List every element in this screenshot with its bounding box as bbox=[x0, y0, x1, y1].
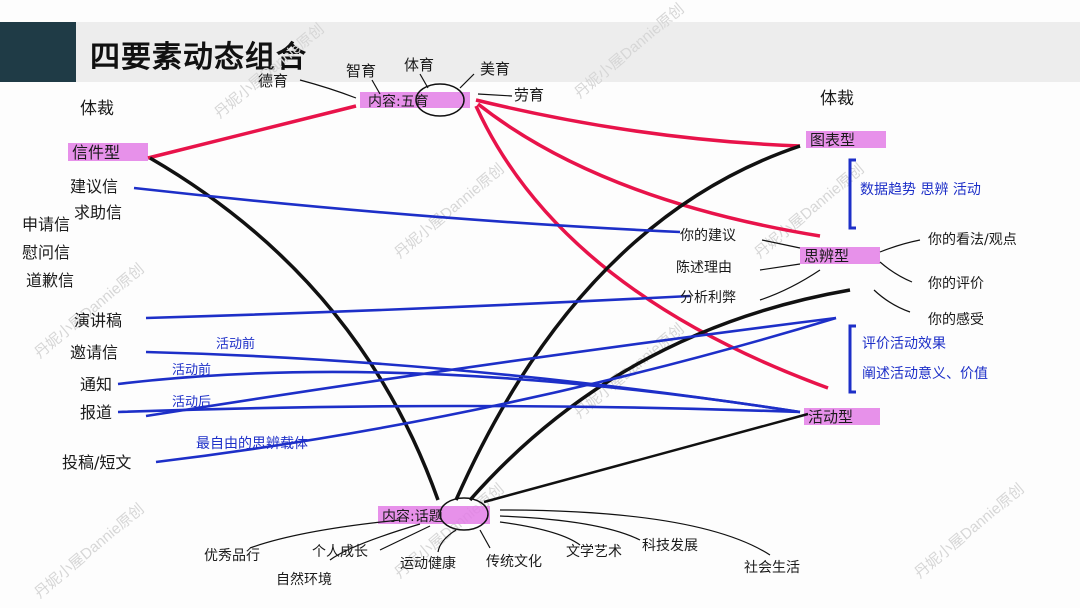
annotation-thought: 最自由的思辨载体 bbox=[196, 436, 308, 452]
highlight-top bbox=[360, 92, 470, 108]
top-item: 美育 bbox=[480, 60, 510, 78]
bottom-item: 社会生活 bbox=[744, 560, 800, 576]
highlight-letter bbox=[68, 143, 148, 161]
bottom-item: 科技发展 bbox=[642, 538, 698, 554]
bottom-center-label: 内容:话题 bbox=[382, 508, 443, 525]
branch-line bbox=[371, 79, 381, 95]
genre-item: 邀请信 bbox=[70, 343, 118, 362]
chart-type-label: 图表型 bbox=[810, 131, 855, 149]
thinking-type-label: 思辨型 bbox=[804, 247, 849, 265]
top-item: 德育 bbox=[258, 72, 288, 90]
bottom-item: 文学艺术 bbox=[566, 544, 622, 560]
letter-item: 申请信 bbox=[22, 215, 70, 234]
chart-notes: 数据趋势 思辨 活动 bbox=[860, 182, 981, 198]
branch-line bbox=[499, 521, 581, 546]
genre-item: 投稿/短文 bbox=[62, 453, 131, 472]
branch-line bbox=[759, 269, 821, 301]
branch-line bbox=[299, 79, 357, 99]
thinking-left-item: 陈述理由 bbox=[676, 259, 732, 276]
title-accent bbox=[0, 22, 76, 82]
branch-line bbox=[437, 529, 457, 553]
branch-line bbox=[761, 239, 801, 249]
branch-line bbox=[379, 525, 431, 551]
bottom-item: 运动健康 bbox=[400, 555, 456, 572]
blue-link bbox=[145, 294, 691, 320]
pink-link bbox=[474, 105, 829, 390]
letter-type-label: 信件型 bbox=[72, 143, 120, 162]
branch-line bbox=[499, 509, 771, 556]
black-link bbox=[483, 412, 809, 504]
bracket-chart bbox=[848, 158, 856, 230]
annotation-before: 活动前 bbox=[172, 362, 211, 378]
blue-link bbox=[117, 404, 801, 414]
genre-item: 报道 bbox=[80, 403, 112, 422]
top-item: 劳育 bbox=[514, 86, 544, 104]
branch-line bbox=[249, 519, 401, 549]
letter-item: 建议信 bbox=[70, 177, 118, 196]
branch-line bbox=[759, 263, 801, 271]
bottom-circle bbox=[439, 497, 489, 531]
blue-link bbox=[145, 316, 837, 418]
annotation-after: 活动后 bbox=[172, 395, 211, 410]
top-item: 智育 bbox=[346, 62, 376, 80]
bottom-item: 传统文化 bbox=[486, 554, 542, 570]
genre-item: 通知 bbox=[80, 375, 112, 394]
title-bar bbox=[0, 22, 1080, 82]
branch-line bbox=[419, 73, 429, 89]
letter-item: 道歉信 bbox=[26, 271, 74, 290]
activity-note: 阐述活动意义、价值 bbox=[862, 365, 988, 382]
bottom-item: 优秀品行 bbox=[204, 548, 260, 564]
activity-type-label: 活动型 bbox=[808, 408, 853, 426]
thinking-left-item: 分析利弊 bbox=[680, 290, 736, 306]
bottom-item: 自然环境 bbox=[276, 571, 332, 588]
branch-line bbox=[879, 261, 913, 283]
letter-item: 求助信 bbox=[74, 203, 122, 222]
thinking-left-item: 你的建议 bbox=[680, 228, 736, 244]
branch-line bbox=[477, 93, 513, 97]
highlight-activity bbox=[804, 408, 880, 425]
thinking-right-item: 你的评价 bbox=[928, 276, 984, 292]
black-link bbox=[468, 288, 851, 502]
highlight-thinking bbox=[800, 247, 880, 264]
right-header: 体裁 bbox=[820, 89, 854, 109]
branch-line bbox=[499, 515, 641, 541]
thinking-right-item: 你的看法/观点 bbox=[928, 232, 1017, 248]
black-link bbox=[454, 144, 801, 501]
black-link bbox=[149, 156, 440, 501]
pink-link bbox=[147, 104, 357, 160]
branch-line bbox=[873, 289, 911, 313]
blue-link bbox=[155, 316, 837, 464]
pink-link bbox=[475, 98, 801, 148]
top-circle bbox=[415, 83, 465, 117]
branch-line bbox=[459, 73, 475, 89]
highlight-chart bbox=[806, 131, 886, 148]
activity-note: 评价活动效果 bbox=[862, 336, 946, 352]
bottom-item: 个人成长 bbox=[312, 544, 368, 560]
bracket-activity bbox=[848, 324, 856, 394]
blue-link bbox=[133, 186, 681, 234]
highlight-bottom bbox=[378, 506, 490, 524]
branch-line bbox=[879, 239, 921, 253]
thinking-right-item: 你的感受 bbox=[928, 311, 984, 328]
genre-item: 演讲稿 bbox=[74, 311, 122, 330]
top-item: 体育 bbox=[404, 56, 434, 74]
branch-line bbox=[479, 529, 491, 549]
pink-link bbox=[476, 102, 821, 238]
annotation-before: 活动前 bbox=[216, 336, 255, 352]
branch-line bbox=[329, 523, 421, 561]
left-header: 体裁 bbox=[80, 99, 114, 119]
top-center-label: 内容:五育 bbox=[368, 93, 429, 110]
blue-link bbox=[145, 350, 801, 414]
letter-item: 慰问信 bbox=[22, 243, 70, 262]
page-title: 四要素动态组合 bbox=[90, 40, 307, 75]
